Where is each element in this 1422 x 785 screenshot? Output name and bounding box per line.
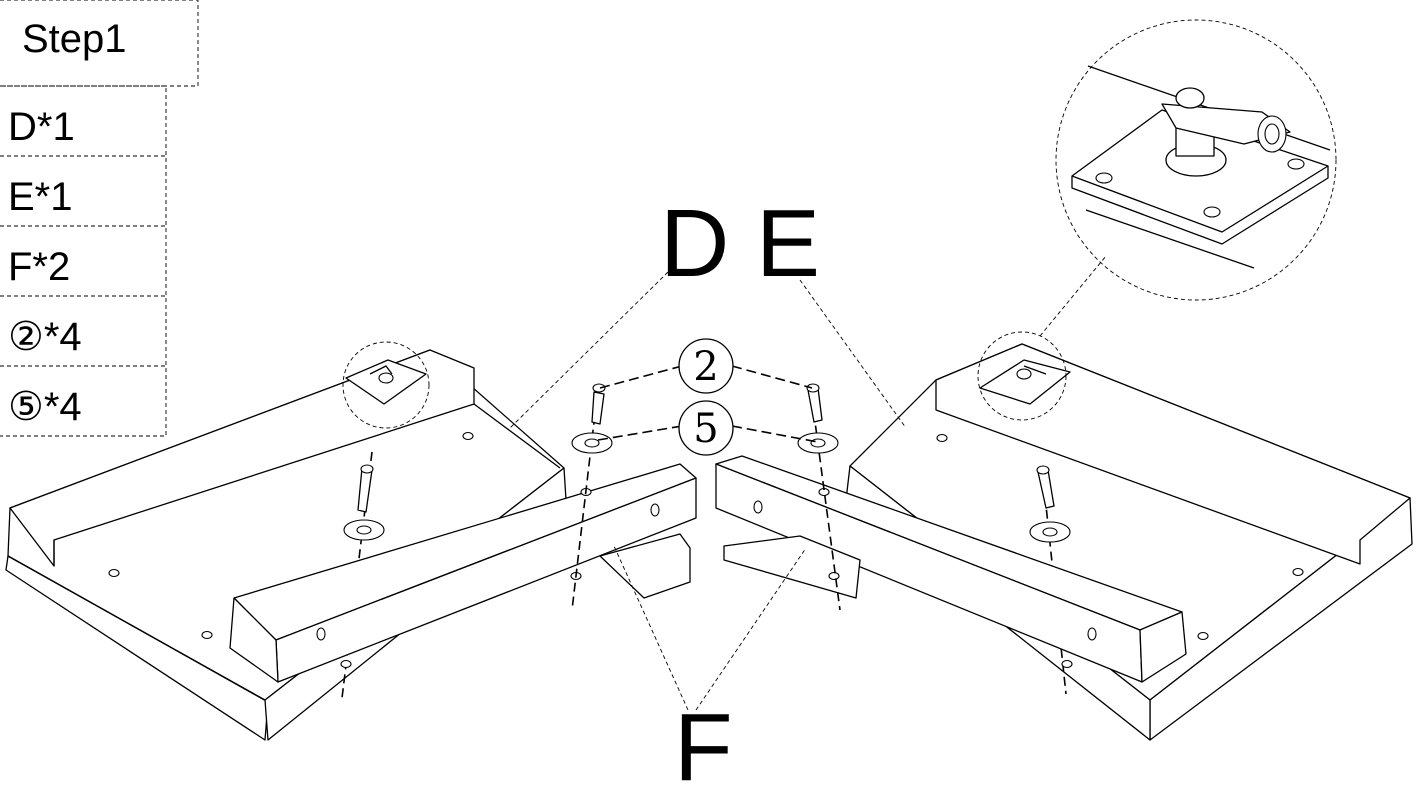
callouts: 2 5 D E F bbox=[509, 190, 907, 785]
rail-f-left bbox=[229, 383, 697, 683]
screw-count: ②*4 bbox=[8, 315, 82, 359]
rail-f-label: F bbox=[674, 694, 733, 785]
rail-f-right bbox=[715, 383, 1187, 683]
part-e-count: E*1 bbox=[8, 175, 73, 219]
panel-e-label: E bbox=[756, 190, 820, 297]
part-d-count: D*1 bbox=[8, 105, 75, 149]
screw-callout-label: 2 bbox=[693, 344, 718, 390]
parts-list: Step1 D*1 E*1 F*2 ②*4 ⑤*4 bbox=[0, 0, 199, 437]
part-f-count: F*2 bbox=[8, 245, 70, 289]
panel-d-label: D bbox=[660, 190, 729, 297]
washer-count: ⑤*4 bbox=[8, 385, 82, 429]
washer-callout-circle bbox=[678, 400, 734, 456]
washer-callout-label: 5 bbox=[693, 406, 718, 452]
hinge-detail-magnified bbox=[1039, 19, 1337, 337]
screw-callout-circle bbox=[678, 338, 734, 394]
step-title: Step1 bbox=[22, 17, 127, 61]
